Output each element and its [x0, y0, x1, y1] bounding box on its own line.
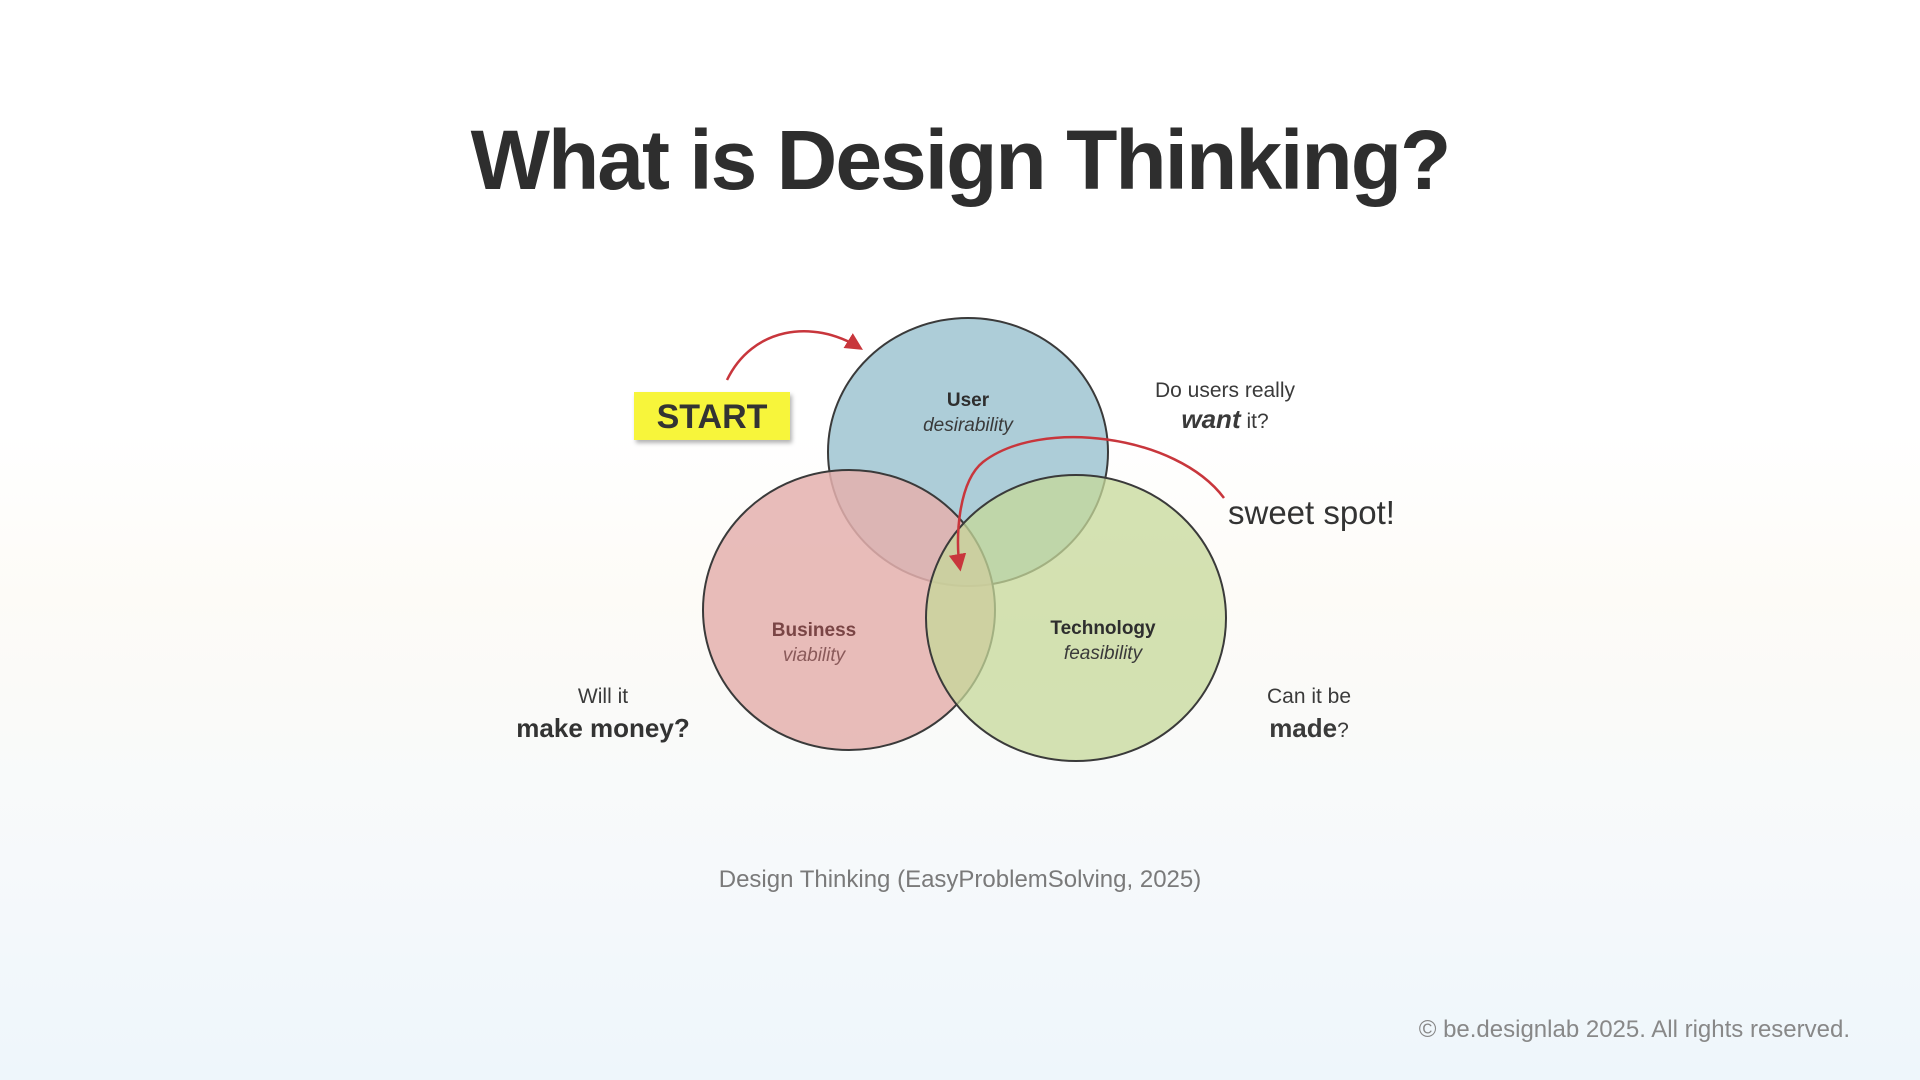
technology-circle-subtitle: feasibility	[1064, 643, 1144, 664]
user-question-emphasis: want	[1181, 404, 1242, 434]
start-badge	[634, 392, 790, 440]
user-circle-subtitle: desirability	[923, 415, 1014, 436]
business-question-emphasis: make money?	[516, 713, 689, 743]
technology-question-line2: made?	[1269, 713, 1349, 743]
user-question-line1: Do users really	[1155, 379, 1296, 402]
technology-question-emphasis: made	[1269, 713, 1337, 743]
sweet-spot-label: sweet spot!	[1228, 494, 1395, 531]
business-circle-subtitle: viability	[783, 645, 847, 666]
business-circle-title: Business	[772, 620, 856, 641]
start-arrow	[725, 330, 863, 381]
slide-title: What is Design Thinking?	[470, 113, 1452, 207]
technology-circle	[925, 474, 1227, 762]
start-label: START	[657, 398, 768, 436]
user-circle-title: User	[947, 390, 990, 411]
user-question-line2: want it?	[1181, 404, 1268, 434]
business-question-line1: Will it	[578, 685, 628, 708]
copyright-footer: © be.designlab 2025. All rights reserved…	[1418, 1016, 1850, 1043]
technology-question-line1: Can it be	[1267, 685, 1351, 708]
technology-question-suffix: ?	[1337, 719, 1349, 742]
user-question-suffix: it?	[1241, 410, 1269, 433]
figure-caption: Design Thinking (EasyProblemSolving, 202…	[718, 866, 1202, 893]
sweet-spot-arrow	[948, 436, 1225, 572]
technology-circle-title: Technology	[1050, 618, 1156, 639]
